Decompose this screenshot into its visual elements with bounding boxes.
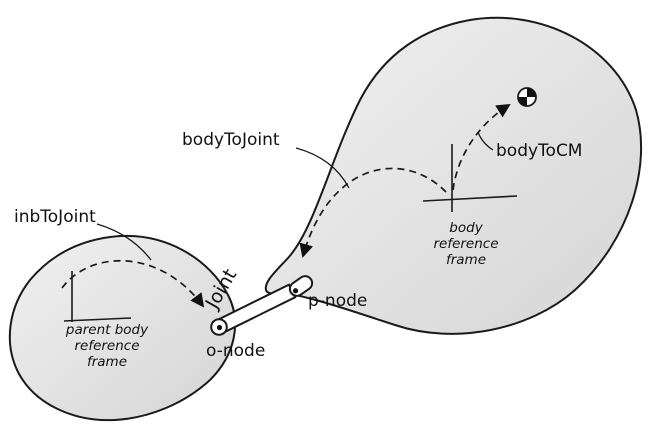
inb-to-joint-label: inbToJoint (14, 207, 96, 227)
svg-text:frame: frame (446, 252, 486, 268)
parent-body-shape (8, 235, 237, 422)
body-to-joint-label: bodyToJoint (182, 130, 280, 150)
body-frame-caption: body reference frame (433, 220, 498, 268)
p-node-marker (288, 275, 314, 297)
parent-frame-caption: parent body reference frame (65, 322, 149, 370)
body-frame-axes (422, 144, 518, 212)
p-node-label: p-node (308, 291, 367, 311)
inb-to-joint-arrow (61, 260, 205, 308)
body-to-cm-arrow (452, 103, 511, 191)
body-shape (264, 16, 643, 335)
parent-frame-axes (63, 271, 132, 322)
body-to-cm-label: bodyToCM (496, 141, 582, 161)
inb-to-joint-leader (96, 223, 152, 261)
body-to-joint-leader (295, 147, 350, 189)
body-to-cm-leader (477, 131, 494, 151)
o-node-label: o-node (206, 341, 265, 361)
body-to-joint-arrow (299, 167, 447, 258)
svg-text:parent body: parent body (65, 322, 149, 338)
svg-text:frame: frame (87, 354, 127, 370)
center-of-mass-icon (517, 87, 537, 107)
o-node-marker (210, 318, 228, 336)
svg-text:body: body (449, 220, 483, 236)
svg-text:reference: reference (433, 236, 498, 252)
svg-text:reference: reference (74, 338, 139, 354)
